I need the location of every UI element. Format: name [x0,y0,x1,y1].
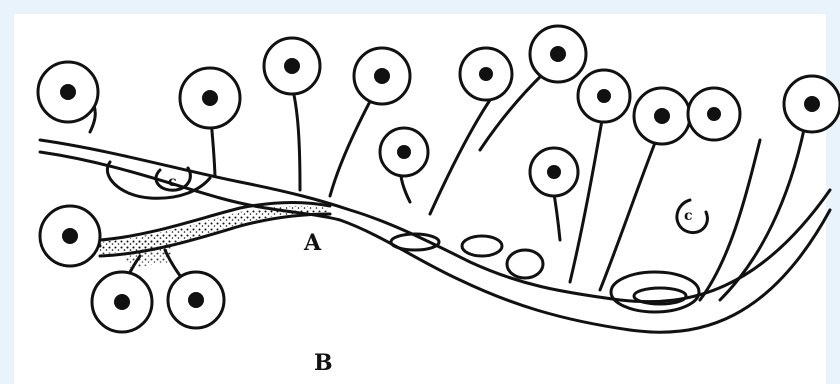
sac-3 [507,250,543,278]
label-c-left: c [168,174,177,190]
acinus-center [479,67,493,81]
acinus-center [547,165,561,179]
sac-4 [611,272,699,312]
stalk-upper-3 [292,86,300,190]
right-branch-3 [700,140,760,300]
stalk-upper-6 [430,100,490,214]
label-b: B [314,350,333,376]
acinus-center [550,46,566,62]
acinus-center [654,108,670,124]
label-c-right: c [684,208,693,224]
stalk-upper-4 [330,92,375,196]
acinus-center [62,228,78,244]
acinus-center [60,84,76,100]
sac-2 [462,236,502,256]
label-a: A [304,230,321,256]
right-branch-4 [720,120,806,300]
acinus-center [188,292,204,308]
acinus-center [597,89,611,103]
acinus-center [114,294,130,310]
acinus-center [397,145,411,159]
acinus-center [374,68,390,84]
acinus-center [707,107,721,121]
right-branch-2 [600,130,660,290]
main-trunk-upper [40,140,830,302]
right-branch-1 [570,120,602,282]
acinus-center [284,58,300,74]
acinus-center [202,90,218,106]
acinus-center [804,96,820,112]
